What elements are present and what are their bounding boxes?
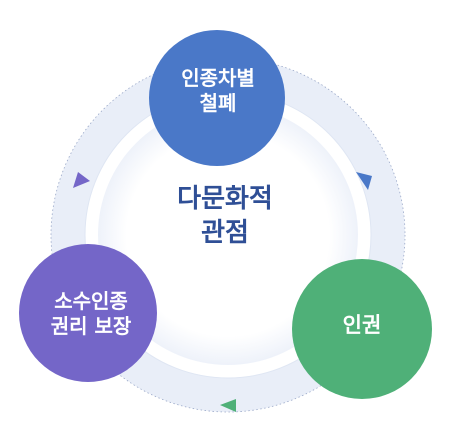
node-right-circle [292,259,432,399]
center-hub [98,105,358,365]
center-label-line-2: 관점 [201,217,249,248]
node-left-circle [19,244,157,382]
node-left-label: 소수인종 권리 보장 [16,289,166,339]
arrow-bottom-icon [220,399,236,412]
node-left-label-line-2: 권리 보장 [50,314,132,338]
node-top-label-line-1: 인종차별 [181,66,255,90]
node-right-label: 인권 [292,312,432,338]
node-top-circle [149,30,285,166]
node-top-label: 인종차별 철폐 [148,66,288,116]
arrow-top-right-icon [356,172,372,190]
node-right-label-line-1: 인권 [342,313,382,337]
center-label-line-1: 다문화적 [177,184,273,214]
outer-ring-edge [50,57,406,413]
node-left-label-line-1: 소수인종 [54,289,128,313]
node-top-label-line-2: 철폐 [199,91,237,115]
arrow-left-icon [73,172,90,188]
center-label: 다문화적 관점 [150,183,300,251]
